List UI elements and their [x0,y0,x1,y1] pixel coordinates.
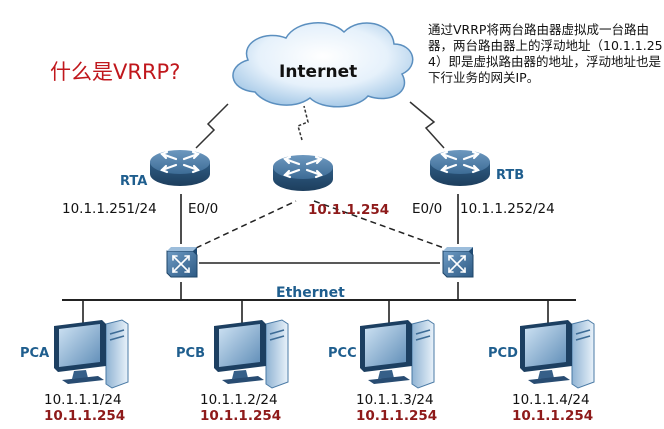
pc-b-gateway: 10.1.1.254 [200,408,282,424]
wan-link-rtb [409,101,445,149]
switch-right-icon [442,246,474,278]
router-rtb-iface: E0/0 [412,201,443,217]
pc-c-icon [359,319,435,389]
virtual-router-ip: 10.1.1.254 [308,202,390,218]
pc-b-ip: 10.1.1.2/24 [200,392,278,408]
internet-cloud [232,22,414,108]
pc-c-gateway: 10.1.1.254 [356,408,438,424]
ethernet-label: Ethernet [276,285,345,301]
pc-c-ip: 10.1.1.3/24 [356,392,434,408]
pc-a-icon [53,319,129,389]
internet-label: Internet [279,62,358,82]
pc-a-name: PCA [20,346,50,361]
vrrp-description: 通过VRRP将两台路由器虚拟成一台路由器，两台路由器上的浮动地址（10.1.1.… [428,22,663,85]
router-rtb-name: RTB [496,168,525,183]
router-rta-iface: E0/0 [188,201,219,217]
pc-c-name: PCC [328,346,357,361]
pc-b-name: PCB [176,346,205,361]
pc-drops [82,300,549,324]
virtual-router-icon [271,153,335,193]
vrrp-virtual-links [195,200,445,249]
router-rtb-icon [428,148,492,188]
router-rtb-ip: 10.1.1.252/24 [460,201,555,217]
wan-link-rta [195,103,229,149]
switch-left-icon [166,246,198,278]
pc-d-name: PCD [488,346,518,361]
wan-link-virtual [297,105,309,141]
router-rta-icon [148,148,212,188]
pc-a-gateway: 10.1.1.254 [44,408,126,424]
router-rta-name: RTA [120,174,148,189]
pc-b-icon [213,319,289,389]
pc-d-ip: 10.1.1.4/24 [512,392,590,408]
page-title: 什么是VRRP? [50,60,181,84]
lan-links [180,194,459,300]
pc-d-icon [519,319,595,389]
pc-a-ip: 10.1.1.1/24 [44,392,122,408]
router-rta-ip: 10.1.1.251/24 [62,201,157,217]
pc-d-gateway: 10.1.1.254 [512,408,594,424]
